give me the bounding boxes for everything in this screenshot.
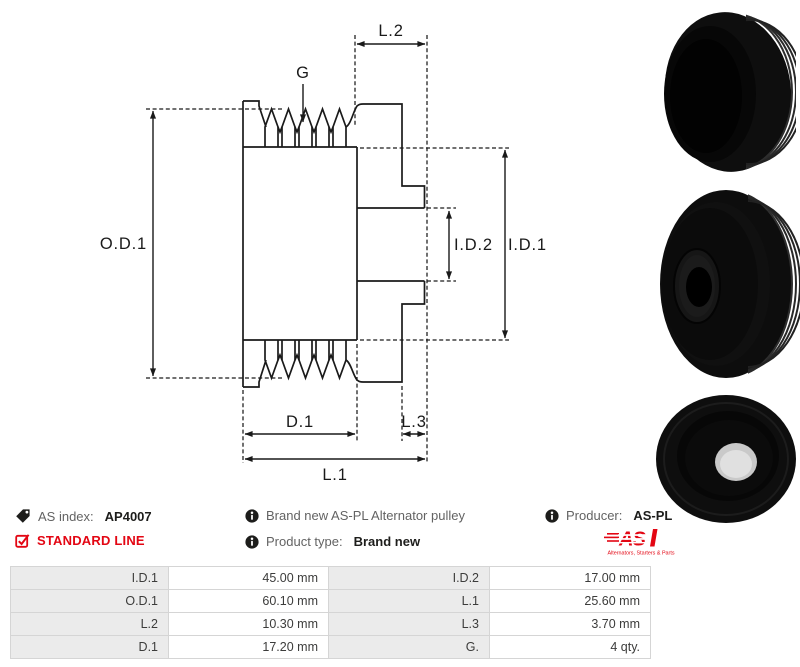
- as-index-row: AS index: AP4007: [15, 508, 152, 524]
- producer-value: AS-PL: [633, 508, 673, 523]
- standard-line-badge: STANDARD LINE: [37, 533, 145, 548]
- as-index-value: AP4007: [104, 508, 152, 524]
- tag-icon: [16, 509, 30, 523]
- product-photo-angled: [664, 12, 796, 172]
- pulley-cross-section: [242, 100, 426, 388]
- info-icon: [245, 534, 259, 549]
- dimension-labels: O.D.1 I.D.2 I.D.1 L.2 G D.1 L.3 L.1: [100, 22, 547, 484]
- spec-label: I.D.1: [11, 567, 169, 590]
- description-row: Brand new AS-PL Alternator pulley: [245, 508, 465, 523]
- label-id1: I.D.1: [508, 236, 547, 254]
- spec-label: O.D.1: [11, 590, 169, 613]
- spec-table: I.D.1 45.00 mm I.D.2 17.00 mm O.D.1 60.1…: [10, 566, 651, 659]
- spec-label: L.2: [11, 613, 169, 636]
- spec-value: 60.10 mm: [169, 590, 329, 613]
- spec-value: 17.00 mm: [490, 567, 651, 590]
- spec-label: I.D.2: [329, 567, 490, 590]
- extension-lines: [146, 35, 509, 463]
- label-l1: L.1: [322, 466, 347, 484]
- info-icon: [245, 508, 259, 523]
- spec-value: 4 qty.: [490, 636, 651, 659]
- spec-label: L.1: [329, 590, 490, 613]
- label-id2: I.D.2: [454, 236, 493, 254]
- spec-label: L.3: [329, 613, 490, 636]
- product-photo-front: [660, 190, 800, 378]
- spec-value: 25.60 mm: [490, 590, 651, 613]
- spec-value: 17.20 mm: [169, 636, 329, 659]
- checkbox-checked-icon: [15, 534, 30, 548]
- spec-label: G.: [329, 636, 490, 659]
- label-l2: L.2: [378, 22, 403, 40]
- label-l3: L.3: [401, 413, 426, 431]
- product-photo-back: [656, 395, 796, 523]
- producer-label: Producer:: [566, 508, 623, 523]
- label-d1: D.1: [286, 413, 314, 431]
- as-pl-logo: AS Alternators, Starters & Parts: [604, 526, 678, 562]
- as-index-label: AS index:: [38, 508, 94, 524]
- info-icon: [545, 508, 559, 523]
- label-od1: O.D.1: [100, 235, 147, 253]
- spec-label: D.1: [11, 636, 169, 659]
- spec-value: 3.70 mm: [490, 613, 651, 636]
- technical-drawing: O.D.1 I.D.2 I.D.1 L.2 G D.1 L.3 L.1: [100, 22, 547, 484]
- label-g: G: [296, 64, 310, 82]
- producer-row: Producer: AS-PL: [545, 508, 672, 523]
- logo-tagline: Alternators, Starters & Parts: [607, 551, 674, 557]
- product-description: Brand new AS-PL Alternator pulley: [266, 508, 465, 523]
- standard-line-row: STANDARD LINE: [15, 533, 145, 548]
- product-type-row: Product type: Brand new: [245, 534, 420, 549]
- spec-value: 45.00 mm: [169, 567, 329, 590]
- product-type-value: Brand new: [353, 534, 421, 549]
- product-type-label: Product type:: [266, 534, 343, 549]
- dimension-lines: [149, 40, 509, 463]
- spec-value: 10.30 mm: [169, 613, 329, 636]
